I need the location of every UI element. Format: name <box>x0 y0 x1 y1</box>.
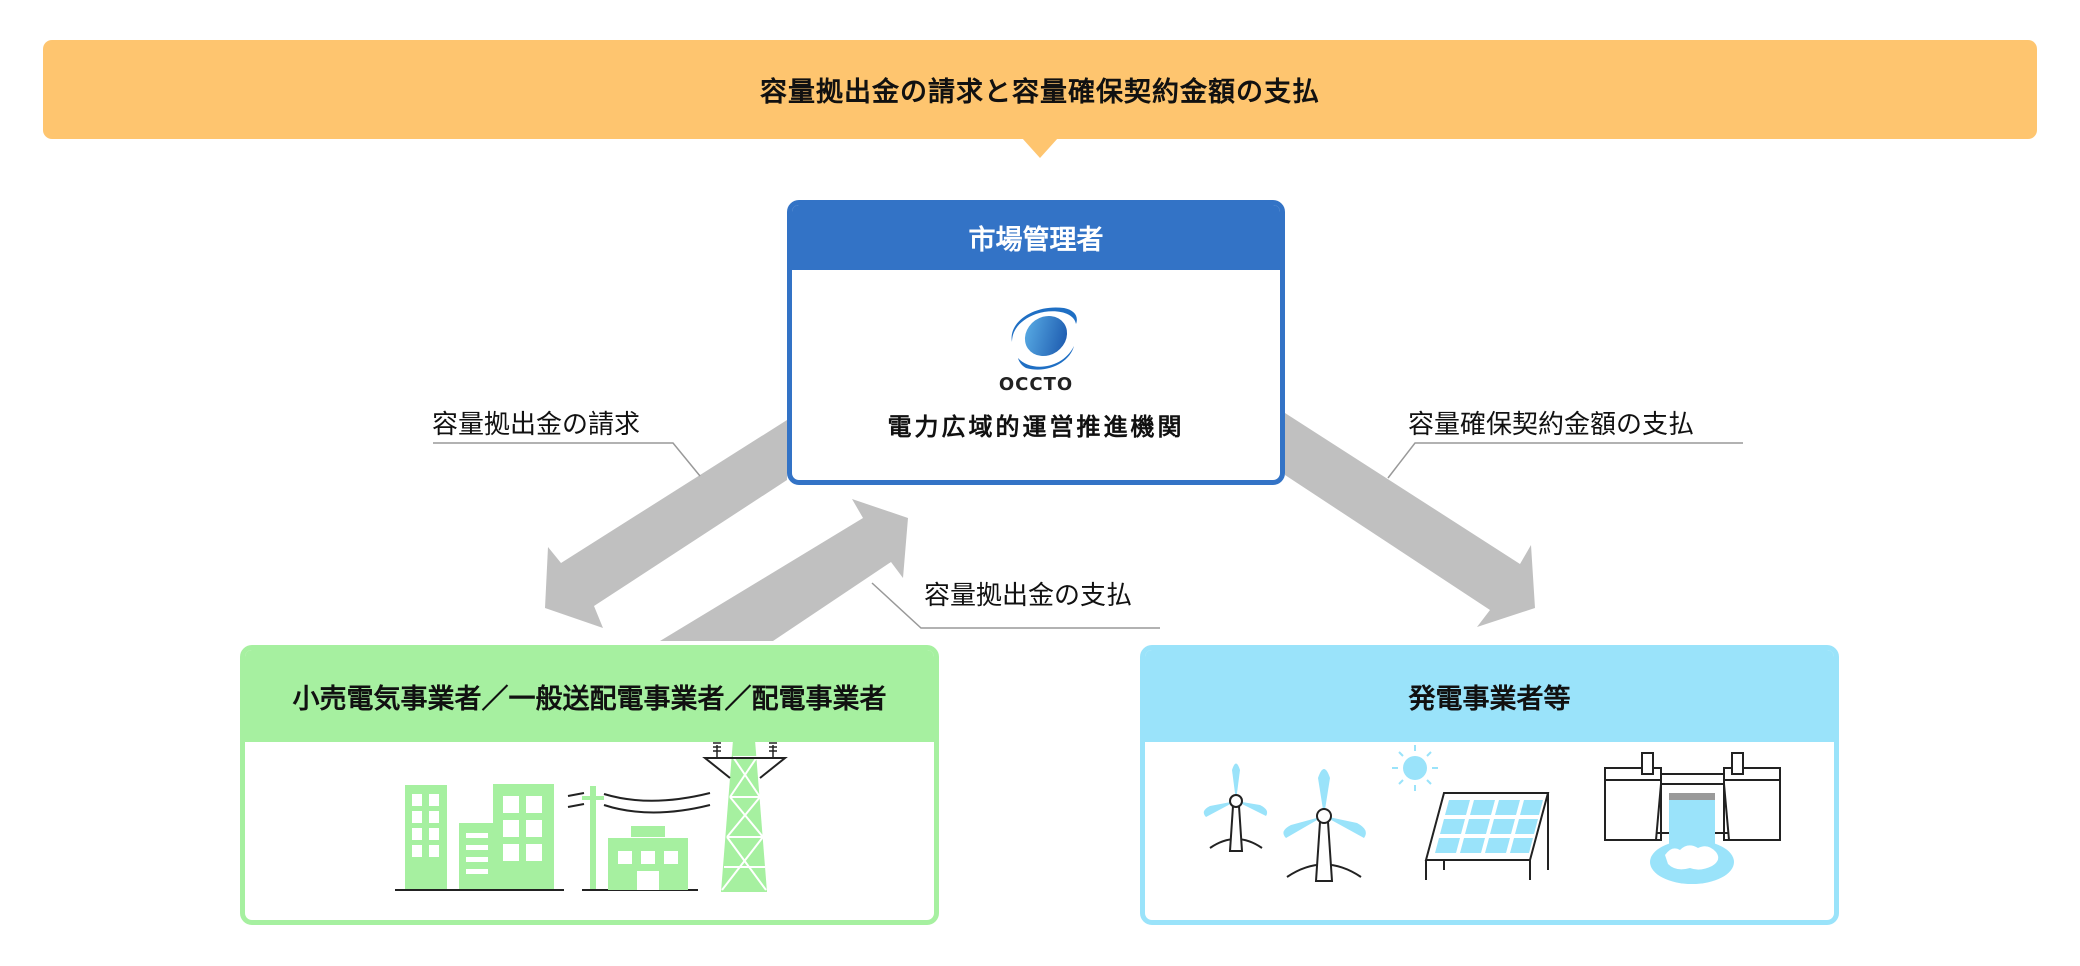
arrow-request <box>545 420 787 628</box>
banner-title: 容量拠出金の請求と容量確保契約金額の支払 <box>760 77 1320 108</box>
retailers-box: 小売電気事業者／一般送配電事業者／配電事業者 <box>240 645 939 925</box>
occto-swirl-logo-icon <box>1011 307 1077 370</box>
leader-line-payment <box>871 582 1160 629</box>
top-banner: 容量拠出金の請求と容量確保契約金額の支払 <box>43 40 2037 139</box>
leader-line-contract <box>1387 442 1743 479</box>
wind-turbine-icon <box>1283 769 1366 882</box>
flow-label-contract: 容量確保契約金額の支払 <box>1408 410 1695 440</box>
occto-logo-text: OCCTO <box>998 374 1074 395</box>
solar-panel-icon <box>1424 792 1550 880</box>
flow-label-request: 容量拠出金の請求 <box>432 410 641 440</box>
retailers-header: 小売電気事業者／一般送配電事業者／配電事業者 <box>245 650 934 742</box>
sun-icon <box>1392 745 1438 791</box>
generators-header: 発電事業者等 <box>1145 650 1834 742</box>
wind-turbine-icon <box>1203 763 1268 852</box>
office-buildings-icon <box>395 784 564 891</box>
market-manager-header: 市場管理者 <box>792 205 1280 270</box>
organization-name: 電力広域的運営推進機関 <box>887 413 1185 441</box>
leader-line-request <box>433 442 701 477</box>
small-building-icon <box>608 826 688 890</box>
banner-pointer <box>1022 138 1058 158</box>
hydro-dam-icon <box>1604 752 1781 884</box>
arrow-payment <box>660 499 908 641</box>
market-manager-box: 市場管理者 OCCTO 電力広域的運営推進機関 <box>787 200 1285 485</box>
flow-label-payment: 容量拠出金の支払 <box>924 581 1133 611</box>
arrow-contract <box>1285 413 1535 627</box>
market-manager-body: OCCTO 電力広域的運営推進機関 <box>792 270 1280 480</box>
transmission-tower-icon <box>702 740 788 892</box>
